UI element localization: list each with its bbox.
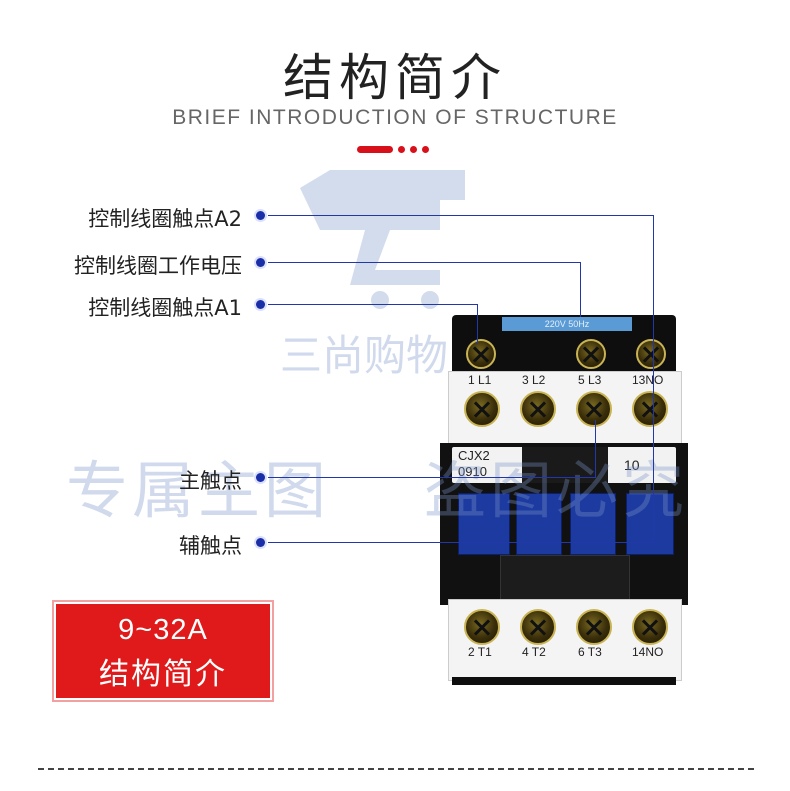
callout-line [653,215,654,543]
terminal-label: 4 T2 [522,645,546,659]
rating-badge: 9~32A 结构简介 [52,600,274,702]
rating-range: 9~32A [118,614,208,646]
store-watermark: 三尚购物 [280,331,449,380]
callout-voltage-label: 控制线圈工作电压 [74,254,242,278]
callout-main-contact-label: 主触点 [179,469,242,493]
terminal-label: 6 T3 [578,645,602,659]
callout-a2-label: 控制线圈触点A2 [88,207,242,231]
callout-bullet [256,300,265,309]
bottom-divider [38,768,754,770]
title-accent-dot [410,146,417,153]
terminal-label: 3 L2 [522,373,546,387]
cart-watermark-icon [300,170,465,309]
voltage-label-strip: 220V 50Hz [502,317,632,331]
model-label: CJX2 [458,448,490,463]
callout-line [595,420,596,478]
title-accent-bar [357,146,393,153]
callout-bullet [256,258,265,267]
copy-warning-watermark: 盗图必究 [424,454,689,527]
callout-line [268,477,596,478]
callout-bullet [256,473,265,482]
page-subtitle: BRIEF INTRODUCTION OF STRUCTURE [172,106,618,129]
callout-aux-contact-label: 辅触点 [179,534,242,558]
aux-code-label: 10 [624,457,640,473]
title-accent-dot [422,146,429,153]
rating-badge-text: 结构简介 [99,657,227,692]
title-accent-dot [398,146,405,153]
terminal-label: 2 T1 [468,645,492,659]
terminal-label: 1 L1 [468,373,492,387]
page-title: 结构简介 [283,49,507,107]
callout-line [268,304,478,305]
callout-line [580,262,581,317]
callout-line [268,542,654,543]
model-label: 0910 [458,464,487,479]
contactor-device: 220V 50Hz 1 L1 3 L2 5 L3 13NO CJX2 0910 … [440,315,688,685]
callout-line [268,262,581,263]
callout-bullet [256,538,265,547]
terminal-label: 5 L3 [578,373,602,387]
terminal-label: 14NO [632,645,664,659]
callout-line [268,215,654,216]
terminal-label: 13NO [632,373,664,387]
callout-a1-label: 控制线圈触点A1 [88,296,242,320]
callout-line [477,304,478,344]
callout-bullet [256,211,265,220]
main-image-watermark: 专属主图 [66,454,331,527]
